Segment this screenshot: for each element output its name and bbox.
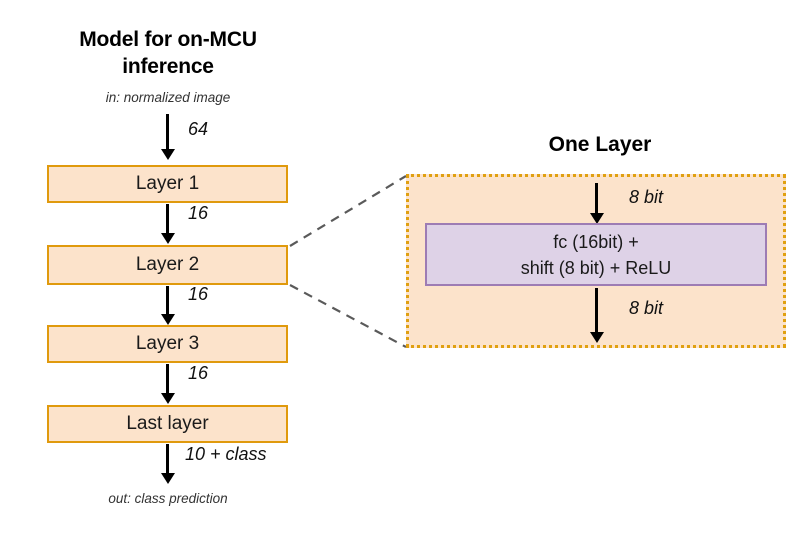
box-layer-2[interactable]: Layer 2 <box>47 245 288 285</box>
arrow-head <box>160 233 175 244</box>
operation-line2: shift (8 bit) + ReLU <box>520 257 672 278</box>
arrow-head <box>160 314 175 325</box>
operation-line1: fc (16bit) + <box>553 231 639 252</box>
connector-line-top <box>289 175 407 247</box>
box-last-layer-label: Last layer <box>126 413 209 434</box>
box-layer-3-label: Layer 3 <box>135 333 200 354</box>
arrow-shaft <box>595 288 598 332</box>
arrow-head <box>160 393 175 404</box>
arrow-input-to-layer1 <box>160 114 175 160</box>
arrow-lastlayer-to-output <box>160 444 175 484</box>
arrow-shaft <box>166 114 169 149</box>
edge-label-output: 10 + class <box>185 444 267 464</box>
box-layer-1-label: Layer 1 <box>135 173 200 194</box>
arrow-layer1-to-layer2 <box>160 204 175 244</box>
edge-label-input: 64 <box>188 119 209 139</box>
page-title-line1: Model for on-MCU <box>79 28 257 51</box>
box-layer-3[interactable]: Layer 3 <box>47 325 288 363</box>
arrow-shaft <box>166 204 169 233</box>
input-caption: in: normalized image <box>105 90 231 105</box>
box-layer-2-label: Layer 2 <box>135 254 200 275</box>
page-title: Model for on-MCU inference <box>30 26 306 80</box>
arrow-shaft <box>166 286 169 314</box>
arrow-layer2-to-layer3 <box>160 286 175 325</box>
arrow-shaft <box>166 364 169 393</box>
box-operation[interactable]: fc (16bit) + shift (8 bit) + ReLU <box>425 223 767 286</box>
arrow-shaft <box>166 444 169 473</box>
arrow-head <box>589 332 604 343</box>
arrow-head <box>589 213 604 224</box>
detail-input-label: 8 bit <box>629 187 664 207</box>
edge-label-layer3: 16 <box>188 363 209 383</box>
box-layer-1[interactable]: Layer 1 <box>47 165 288 203</box>
arrow-shaft <box>595 183 598 213</box>
edge-label-layer2: 16 <box>188 284 209 304</box>
arrow-head <box>160 473 175 484</box>
detail-output-label: 8 bit <box>629 298 664 318</box>
edge-label-layer1: 16 <box>188 203 209 223</box>
arrow-detail-output <box>589 288 604 343</box>
detail-panel-title: One Layer <box>548 133 652 156</box>
page-title-line2: inference <box>122 55 214 78</box>
output-caption: out: class prediction <box>108 491 228 506</box>
connector-line-bottom <box>289 284 407 348</box>
arrow-head <box>160 149 175 160</box>
box-last-layer[interactable]: Last layer <box>47 405 288 443</box>
arrow-layer3-to-lastlayer <box>160 364 175 404</box>
arrow-detail-input <box>589 183 604 224</box>
